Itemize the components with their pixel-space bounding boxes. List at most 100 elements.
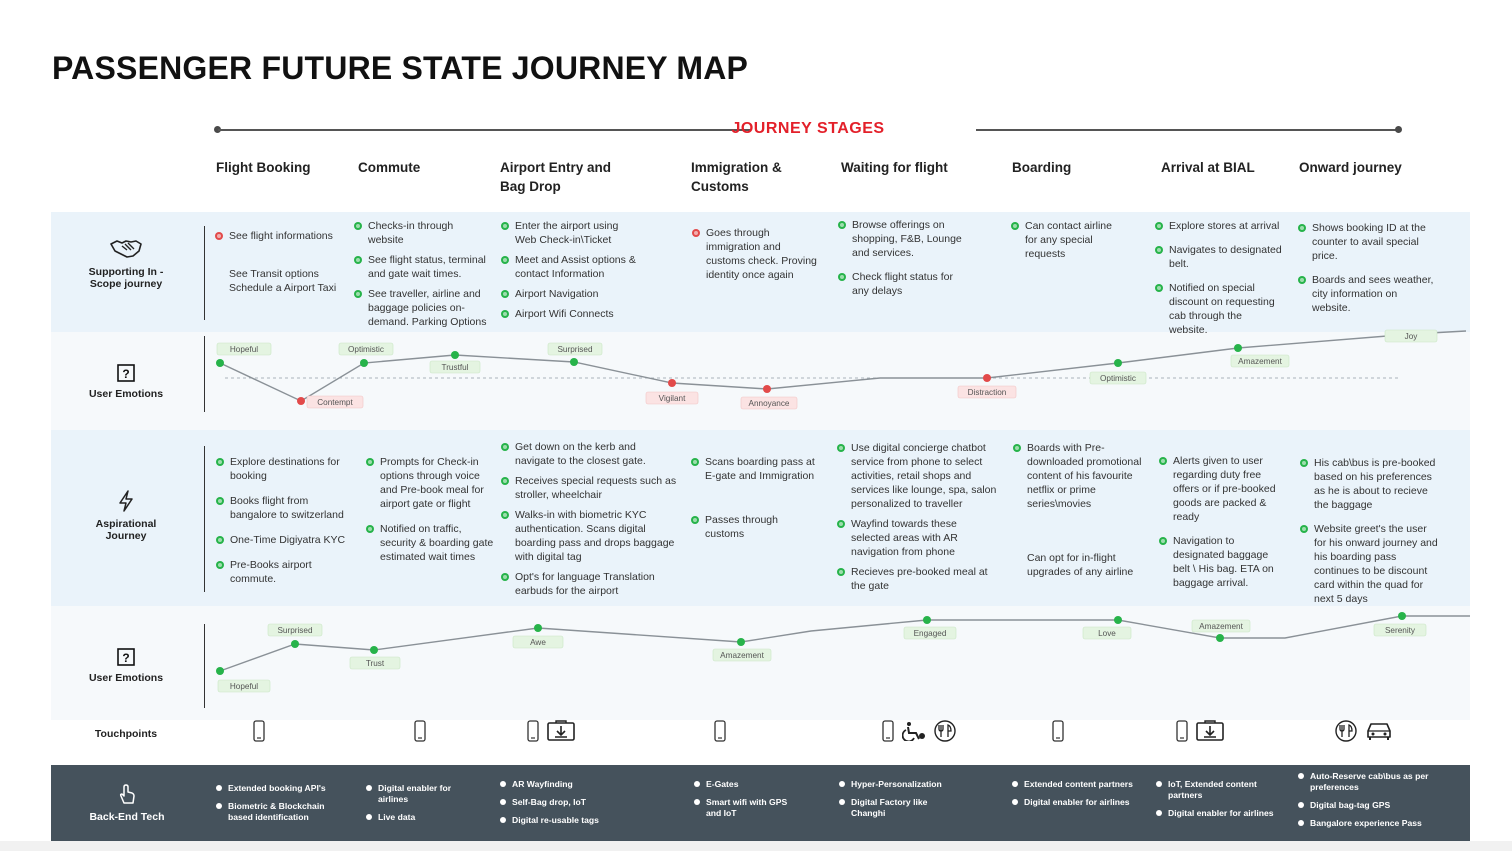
supporting-col-8: Shows booking ID at the counter to avail… [1298,221,1436,325]
bullet-icon [366,814,372,820]
supporting-item: See Transit options Schedule a Airport T… [215,267,339,295]
aspirational-item-text: Navigation to designated baggage belt \ … [1173,535,1274,589]
question-box-icon: ? [117,364,135,382]
aspirational-item: Passes through customs [691,513,819,541]
aspirational-item-text: Boards with Pre-downloaded promotional c… [1027,442,1142,510]
supporting-col-5: Browse offerings on shopping, F&B, Loung… [838,218,968,308]
positive-bullet-icon [501,310,509,318]
page-title: PASSENGER FUTURE STATE JOURNEY MAP [52,50,749,86]
positive-bullet-icon [1013,444,1021,452]
backend-item: Live data [366,812,476,823]
touchpoint-group [360,719,480,743]
svg-text:?: ? [122,367,129,381]
aspirational-item: Explore destinations for booking [216,455,356,483]
supporting-item: See flight status, terminal and gate wai… [354,253,490,281]
aspirational-item: Get down on the kerb and navigate to the… [501,440,677,468]
phone-icon [1052,720,1064,742]
positive-bullet-icon [366,458,374,466]
backend-item: AR Wayfinding [500,779,620,790]
wheelchair-icon [901,721,926,743]
aspirational-item-text: Can opt for in-flight upgrades of any ai… [1027,552,1134,578]
supporting-item-text: Boards and sees weather, city informatio… [1312,274,1434,314]
positive-bullet-icon [501,477,509,485]
stage-flight-booking: Flight Booking [216,160,311,175]
positive-bullet-icon [501,290,509,298]
aspirational-item: Opt's for language Translation earbuds f… [501,570,677,598]
backend-item-text: E-Gates [706,779,739,789]
aspirational-col-8: His cab\bus is pre-booked based on his p… [1300,456,1438,616]
stage-boarding: Boarding [1012,160,1072,175]
phone-icon [714,720,726,742]
aspirational-col-2: Prompts for Check-in options through voi… [366,455,496,575]
touchpoint-group [1140,719,1260,743]
bullet-icon [500,781,506,787]
bullet-icon [1012,799,1018,805]
positive-bullet-icon [354,222,362,230]
positive-bullet-icon [691,458,699,466]
backend-item: Digital bag-tag GPS [1298,800,1438,811]
supporting-item: Enter the airport using Web Check-in\Tic… [501,219,636,247]
aspirational-item: Books flight from bangalore to switzerla… [216,494,356,522]
handshake-icon [110,240,142,258]
supporting-item: Airport Navigation [501,287,636,301]
aspirational-col-3: Get down on the kerb and navigate to the… [501,440,677,604]
lightning-icon [119,490,133,512]
aspirational-item-text: Explore destinations for booking [230,456,340,482]
supporting-item: Boards and sees weather, city informatio… [1298,273,1436,315]
aspirational-item: Alerts given to user regarding duty free… [1159,454,1287,524]
positive-bullet-icon [837,520,845,528]
aspirational-item: Prompts for Check-in options through voi… [366,455,496,511]
touchpoint-group [199,719,319,743]
bullet-icon [1298,773,1304,779]
row-label-supporting-text: Supporting In - Scope journey [88,266,164,290]
positive-bullet-icon [501,511,509,519]
supporting-item-text: Airport Navigation [515,288,599,300]
supporting-item: Goes through immigration and customs che… [692,226,817,282]
journey-stages-heading: JOURNEY STAGES [731,120,885,137]
phone-icon [882,720,894,742]
aspirational-item-text: Recieves pre-booked meal at the gate [851,566,988,592]
backend-item: Auto-Reserve cab\bus as per preferences [1298,771,1438,793]
supporting-item: Can contact airline for any special requ… [1011,219,1121,261]
positive-bullet-icon [216,497,224,505]
positive-bullet-icon [366,525,374,533]
backend-item: Hyper-Personalization [839,779,959,790]
backend-item-text: Live data [378,812,416,822]
backend-item: IoT, Extended content partners [1156,779,1286,801]
bullet-icon [216,803,222,809]
bullet-icon [839,799,845,805]
row-label-supporting: Supporting In - Scope journey [80,236,172,290]
bullet-icon [1298,820,1304,826]
supporting-item-text: Navigates to designated belt. [1169,244,1282,270]
aspirational-item: Recieves pre-booked meal at the gate [837,565,997,593]
bullet-icon [694,799,700,805]
kiosk-icon [547,720,575,742]
row-label-touchpoints: Touchpoints [94,728,158,740]
negative-bullet-icon [215,232,223,240]
positive-bullet-icon [1159,537,1167,545]
backend-item-text: IoT, Extended content partners [1168,779,1257,800]
aspirational-item: Website greet's the user for his onward … [1300,522,1438,606]
supporting-item-text: Goes through immigration and customs che… [706,227,817,281]
backend-item-text: Digital bag-tag GPS [1310,800,1391,810]
touchpoint-group [998,719,1118,743]
backend-item-text: Digital re-usable tags [512,815,599,825]
supporting-item: Explore stores at arrival [1155,219,1283,233]
backend-item-text: Extended content partners [1024,779,1133,789]
aspirational-item: Walks-in with biometric KYC authenticati… [501,508,677,564]
aspirational-item: Can opt for in-flight upgrades of any ai… [1013,551,1145,579]
supporting-item-text: Can contact airline for any special requ… [1025,220,1112,260]
dining-icon [1335,720,1357,742]
positive-bullet-icon [1155,284,1163,292]
row-label-emotions-2: ? User Emotions [80,648,172,684]
supporting-item-text: Enter the airport using Web Check-in\Tic… [515,220,619,246]
supporting-item-text: Shows booking ID at the counter to avail… [1312,222,1426,262]
touchpoint-group [491,719,611,743]
supporting-item: Notified on special discount on requesti… [1155,281,1283,337]
aspirational-item-text: Receives special requests such as stroll… [515,475,677,501]
